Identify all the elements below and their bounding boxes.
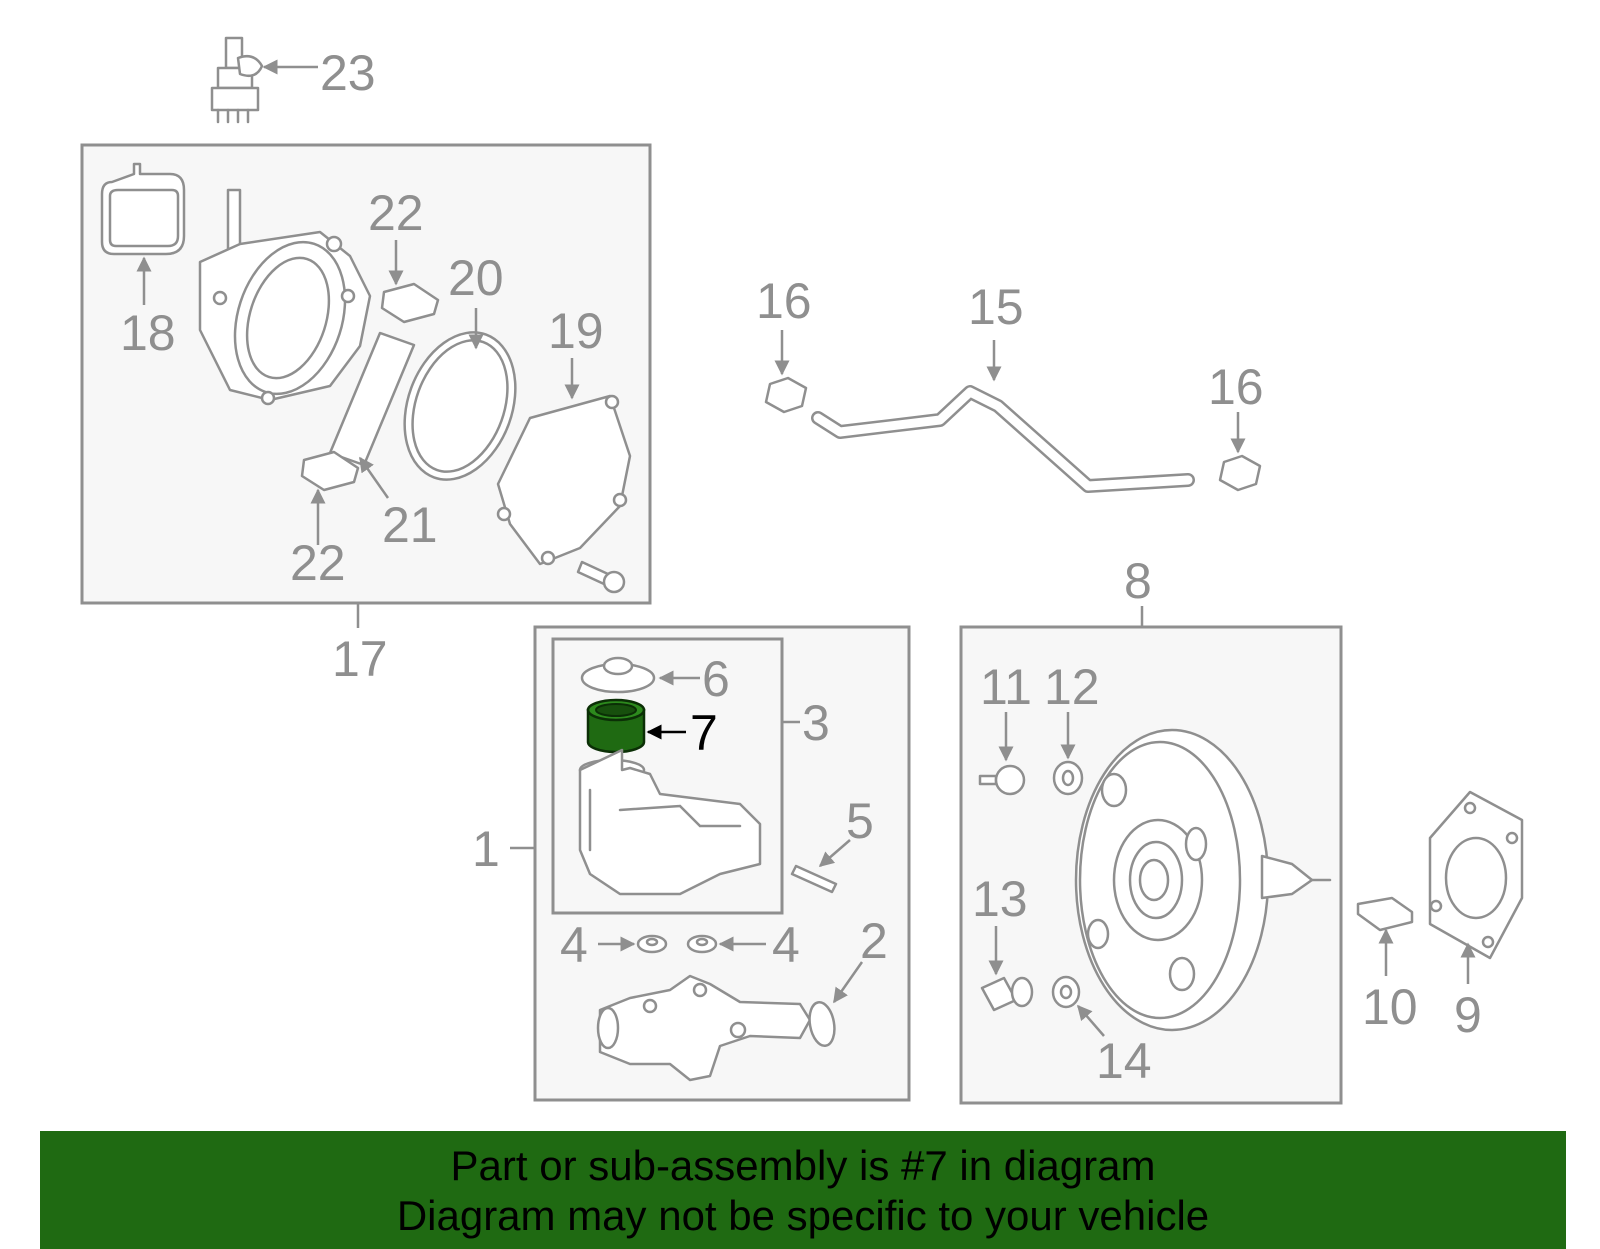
part-19-cover (496, 358, 632, 566)
part-2-o-ring (808, 961, 864, 1048)
part-10-clevis (1356, 896, 1414, 976)
part-15-vacuum-hose (811, 340, 1195, 493)
callout-2: 2 (860, 913, 888, 969)
part-9-gasket (1428, 790, 1524, 984)
part-22-bottom-clip (300, 450, 360, 545)
part-21-element (328, 331, 416, 499)
part-16-clamp-right (1218, 412, 1262, 492)
banner-line-1: Part or sub-assembly is #7 in diagram (450, 1142, 1156, 1189)
part-23-connector (210, 36, 318, 124)
callout-20: 20 (448, 250, 504, 306)
callout-4-left: 4 (560, 917, 588, 973)
part-12-grommet (1052, 712, 1084, 796)
callout-5: 5 (846, 793, 874, 849)
part-5-pin (790, 839, 851, 894)
part-4-grommet-right (686, 934, 766, 954)
part-11-check-valve (978, 712, 1026, 796)
part-4-grommet-left (598, 934, 668, 954)
part-6-reservoir-cap (580, 656, 700, 694)
callout-21: 21 (382, 497, 438, 553)
callout-10: 10 (1362, 979, 1418, 1035)
callout-4-right: 4 (772, 917, 800, 973)
callout-1: 1 (472, 821, 500, 877)
vacuum-pump-body (198, 188, 372, 406)
part-14-grommet (1051, 975, 1105, 1037)
callout-9: 9 (1454, 987, 1482, 1043)
callout-22-top: 22 (368, 185, 424, 241)
part-20-o-ring (403, 308, 517, 481)
callout-3: 3 (802, 695, 830, 751)
callout-17: 17 (332, 631, 388, 687)
info-banner: Part or sub-assembly is #7 in diagram Di… (40, 1131, 1566, 1249)
callout-16-left: 16 (756, 273, 812, 329)
callout-6: 6 (702, 651, 730, 707)
callout-7: 7 (690, 705, 718, 761)
callout-13: 13 (972, 871, 1028, 927)
callout-18: 18 (120, 305, 176, 361)
banner-line-2: Diagram may not be specific to your vehi… (396, 1192, 1210, 1239)
callout-15: 15 (968, 279, 1024, 335)
master-cylinder-body (596, 974, 812, 1082)
reservoir-tank (578, 748, 762, 896)
part-13-sensor (980, 926, 1034, 1012)
part-18-gasket (100, 162, 186, 305)
brake-booster (1074, 728, 1332, 1032)
callout-23: 23 (320, 45, 376, 101)
callout-14: 14 (1096, 1033, 1152, 1089)
callout-19: 19 (548, 303, 604, 359)
callout-22-bottom: 22 (290, 535, 346, 591)
callout-8: 8 (1124, 553, 1152, 609)
callout-12: 12 (1044, 659, 1100, 715)
part-22-top-clip (380, 240, 440, 324)
part-16-clamp-left (764, 330, 808, 414)
callout-11: 11 (980, 659, 1032, 715)
bolt (576, 560, 626, 594)
callout-16-right: 16 (1208, 359, 1264, 415)
part-7-reservoir-strainer (586, 698, 686, 754)
sub-assembly-box-3 (551, 637, 800, 915)
